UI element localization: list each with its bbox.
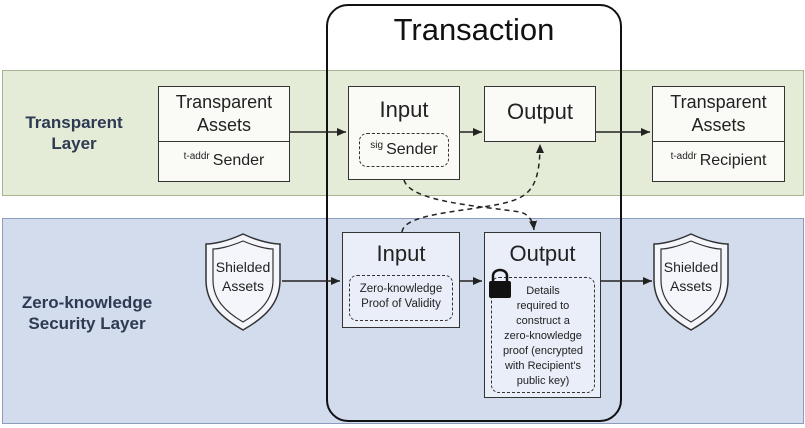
zk-layer-label-line2: Security Layer — [28, 314, 146, 334]
recipient-box-divider — [653, 141, 784, 142]
detail-line: public key) — [516, 375, 570, 387]
zk-output-box: Output Details required to construct a z… — [484, 232, 601, 398]
transparent-layer-label-line1: Transparent — [25, 113, 123, 132]
recipient-box-title-line2: Assets — [691, 115, 746, 135]
shield-left-label-line1: Shielded — [216, 259, 271, 275]
transparent-output-box: Output — [484, 86, 596, 142]
detail-line: construct a — [516, 315, 570, 327]
arrow-zk-input-to-transparent-output — [401, 143, 544, 233]
zk-output-details-dashed-box: Details required to construct a zero-kno… — [491, 277, 595, 393]
transparent-input-title: Input — [379, 97, 429, 122]
sig-prefix: sig — [370, 140, 384, 151]
sender-box-title-line1: Transparent — [175, 92, 273, 112]
recipient-label: Recipient — [699, 152, 767, 169]
recipient-address-prefix: t-addr — [670, 151, 697, 162]
detail-line: zero-knowledge — [504, 330, 582, 342]
transparent-layer-label: Transparent Layer — [14, 112, 134, 155]
sender-box-title-line2: Assets — [196, 115, 252, 135]
transparent-output-title: Output — [506, 99, 574, 124]
zk-input-box: Input Zero-knowledge Proof of Validity — [342, 232, 460, 328]
arrow-transparent-input-to-zk-output — [403, 179, 538, 231]
shield-left-label-line2: Assets — [222, 278, 264, 294]
detail-line: required to — [516, 300, 570, 312]
detail-line: Details — [526, 285, 560, 297]
lock-icon — [489, 268, 511, 298]
zk-layer-label: Zero-knowledge Security Layer — [12, 292, 162, 335]
zk-proof-dashed-box: Zero-knowledge Proof of Validity — [349, 275, 453, 321]
zk-layer-label-line1: Zero-knowledge — [21, 293, 153, 312]
shield-right-label-line2: Assets — [670, 278, 712, 294]
zk-input-title: Input — [376, 241, 426, 266]
transaction-frame — [326, 4, 622, 422]
detail-line: with Recipient's — [504, 360, 582, 372]
shield-left-icon: Shielded Assets — [205, 233, 281, 331]
zk-proof-line2: Proof of Validity — [361, 298, 441, 310]
sig-sender-label: Sender — [386, 141, 438, 158]
shield-right-icon: Shielded Assets — [653, 233, 729, 331]
transaction-title: Transaction — [393, 12, 555, 47]
detail-line: proof (encrypted — [502, 345, 584, 357]
sender-box-divider — [159, 141, 289, 142]
sender-label: Sender — [212, 152, 265, 169]
zk-proof-line1: Zero-knowledge — [359, 283, 443, 295]
shield-right-label-line1: Shielded — [664, 259, 719, 275]
zk-output-details-text: Details required to construct a zero-kno… — [492, 284, 594, 389]
transparent-layer-label-line2: Layer — [51, 134, 97, 154]
sender-address-prefix: t-addr — [183, 151, 210, 162]
zk-output-title: Output — [509, 241, 576, 266]
recipient-box-title-line1: Transparent — [670, 92, 767, 112]
